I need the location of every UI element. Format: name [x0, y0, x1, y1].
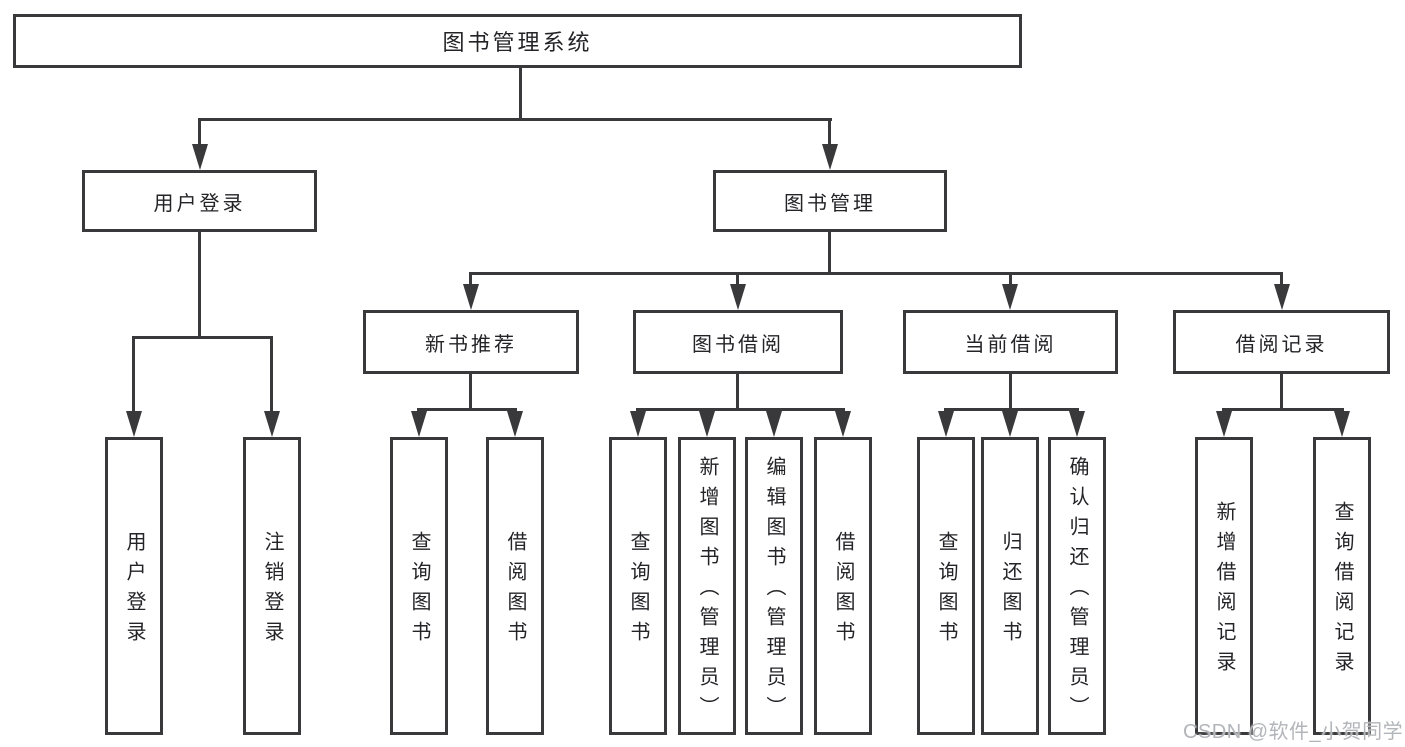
leaf-borrow-books-recommend: 借阅图书: [486, 437, 544, 735]
connector-line: [469, 272, 472, 288]
node-label: 图书管理: [784, 192, 876, 215]
leaf-user-login: 用户登录: [105, 437, 163, 735]
csdn-watermark: CSDN @软件_小贺同学: [1183, 721, 1404, 743]
arrow-down-icon: [699, 411, 715, 437]
connector-line: [1222, 408, 1344, 411]
connector-line: [1009, 272, 1012, 288]
node-borrowing-records: 借阅记录: [1173, 310, 1390, 374]
arrow-down-icon: [463, 284, 479, 310]
leaf-query-books-recommend: 查询图书: [390, 437, 448, 735]
node-label: 图书借阅: [692, 333, 784, 356]
arrow-down-icon: [1069, 411, 1085, 437]
arrow-down-icon: [192, 144, 208, 170]
connector-line: [417, 408, 517, 411]
node-label: 新书推荐: [425, 333, 517, 356]
arrow-down-icon: [126, 411, 142, 437]
leaf-label: 查询借阅记录: [1331, 501, 1353, 681]
node-label: 图书管理系统: [442, 30, 593, 55]
arrow-down-icon: [822, 144, 838, 170]
connector-line: [1280, 374, 1283, 408]
node-book-borrowing: 图书借阅: [633, 310, 843, 374]
connector-line: [636, 408, 845, 411]
leaf-confirm-return-admin: 确认归还（管理员）: [1048, 437, 1106, 735]
leaf-label: 新增图书（管理员）: [696, 456, 718, 726]
leaf-borrow-books-borrowing: 借阅图书: [814, 437, 872, 735]
leaf-query-borrow-record: 查询借阅记录: [1313, 437, 1371, 735]
connector-line: [736, 272, 739, 288]
connector-line: [944, 408, 1079, 411]
connector-line: [198, 232, 201, 336]
connector-line: [270, 336, 273, 414]
leaf-label: 用户登录: [123, 531, 145, 651]
node-current-borrowing: 当前借阅: [903, 310, 1118, 374]
leaf-label: 查询图书: [408, 531, 430, 651]
arrow-down-icon: [938, 411, 954, 437]
leaf-label: 新增借阅记录: [1213, 501, 1235, 681]
connector-line: [469, 374, 472, 408]
leaf-label: 确认归还（管理员）: [1066, 456, 1088, 726]
leaf-edit-book-admin: 编辑图书（管理员）: [745, 437, 803, 735]
connector-line: [828, 232, 831, 272]
arrow-down-icon: [1334, 411, 1350, 437]
node-label: 用户登录: [153, 192, 246, 215]
leaf-query-books-current: 查询图书: [917, 437, 975, 735]
arrow-down-icon: [1002, 284, 1018, 310]
leaf-logout-login: 注销登录: [243, 437, 301, 735]
leaf-add-borrow-record: 新增借阅记录: [1195, 437, 1253, 735]
connector-line: [198, 118, 832, 121]
arrow-down-icon: [835, 411, 851, 437]
leaf-label: 注销登录: [261, 531, 283, 651]
arrow-down-icon: [630, 411, 646, 437]
node-label: 当前借阅: [964, 333, 1057, 356]
connector-line: [736, 374, 739, 408]
leaf-return-books: 归还图书: [981, 437, 1039, 735]
connector-line: [519, 68, 522, 118]
connector-line: [469, 272, 1283, 275]
connector-line: [828, 118, 831, 146]
connector-line: [1009, 374, 1012, 408]
leaf-label: 查询图书: [935, 531, 957, 651]
connector-line: [1280, 272, 1283, 288]
arrow-down-icon: [730, 284, 746, 310]
node-library-management-system: 图书管理系统: [13, 14, 1022, 68]
connector-line: [132, 336, 273, 339]
leaf-label: 借阅图书: [832, 531, 854, 651]
node-label: 借阅记录: [1235, 333, 1328, 356]
leaf-query-books-borrowing: 查询图书: [609, 437, 667, 735]
node-new-book-recommend: 新书推荐: [363, 310, 579, 374]
arrow-down-icon: [1274, 284, 1290, 310]
connector-line: [198, 118, 201, 146]
arrow-down-icon: [1002, 411, 1018, 437]
arrow-down-icon: [507, 411, 523, 437]
arrow-down-icon: [411, 411, 427, 437]
arrow-down-icon: [766, 411, 782, 437]
leaf-label: 归还图书: [999, 531, 1021, 651]
leaf-add-book-admin: 新增图书（管理员）: [678, 437, 736, 735]
arrow-down-icon: [1216, 411, 1232, 437]
node-book-management: 图书管理: [713, 170, 947, 232]
connector-line: [132, 336, 135, 414]
arrow-down-icon: [264, 411, 280, 437]
leaf-label: 查询图书: [627, 531, 649, 651]
leaf-label: 编辑图书（管理员）: [763, 456, 785, 726]
node-user-login: 用户登录: [82, 170, 317, 232]
leaf-label: 借阅图书: [504, 531, 526, 651]
